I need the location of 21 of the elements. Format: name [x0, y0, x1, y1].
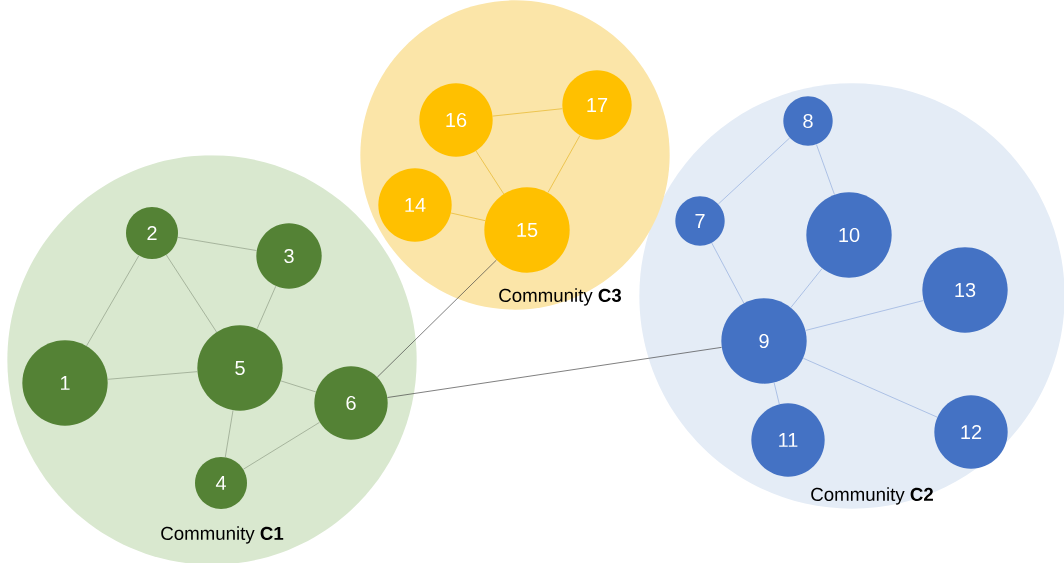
edge-line — [790, 268, 823, 308]
edge-line — [107, 371, 198, 380]
edge-line — [802, 357, 938, 418]
edge-line — [773, 382, 780, 405]
edge-line — [280, 380, 317, 393]
edge-line — [450, 212, 486, 221]
edge-line — [816, 144, 835, 195]
edge-line — [166, 254, 217, 333]
edge-line — [256, 285, 277, 329]
edge-line — [717, 137, 791, 205]
edge-line — [475, 150, 505, 195]
edge-line — [86, 255, 140, 347]
edge-line — [805, 300, 924, 331]
edge-line — [243, 422, 320, 470]
edge-line — [387, 347, 722, 398]
edge-line — [711, 242, 745, 304]
edge-line — [224, 410, 234, 458]
edge-line — [492, 108, 563, 117]
edge-line — [377, 259, 497, 378]
edge-line — [547, 135, 581, 193]
edge-line — [177, 237, 257, 251]
